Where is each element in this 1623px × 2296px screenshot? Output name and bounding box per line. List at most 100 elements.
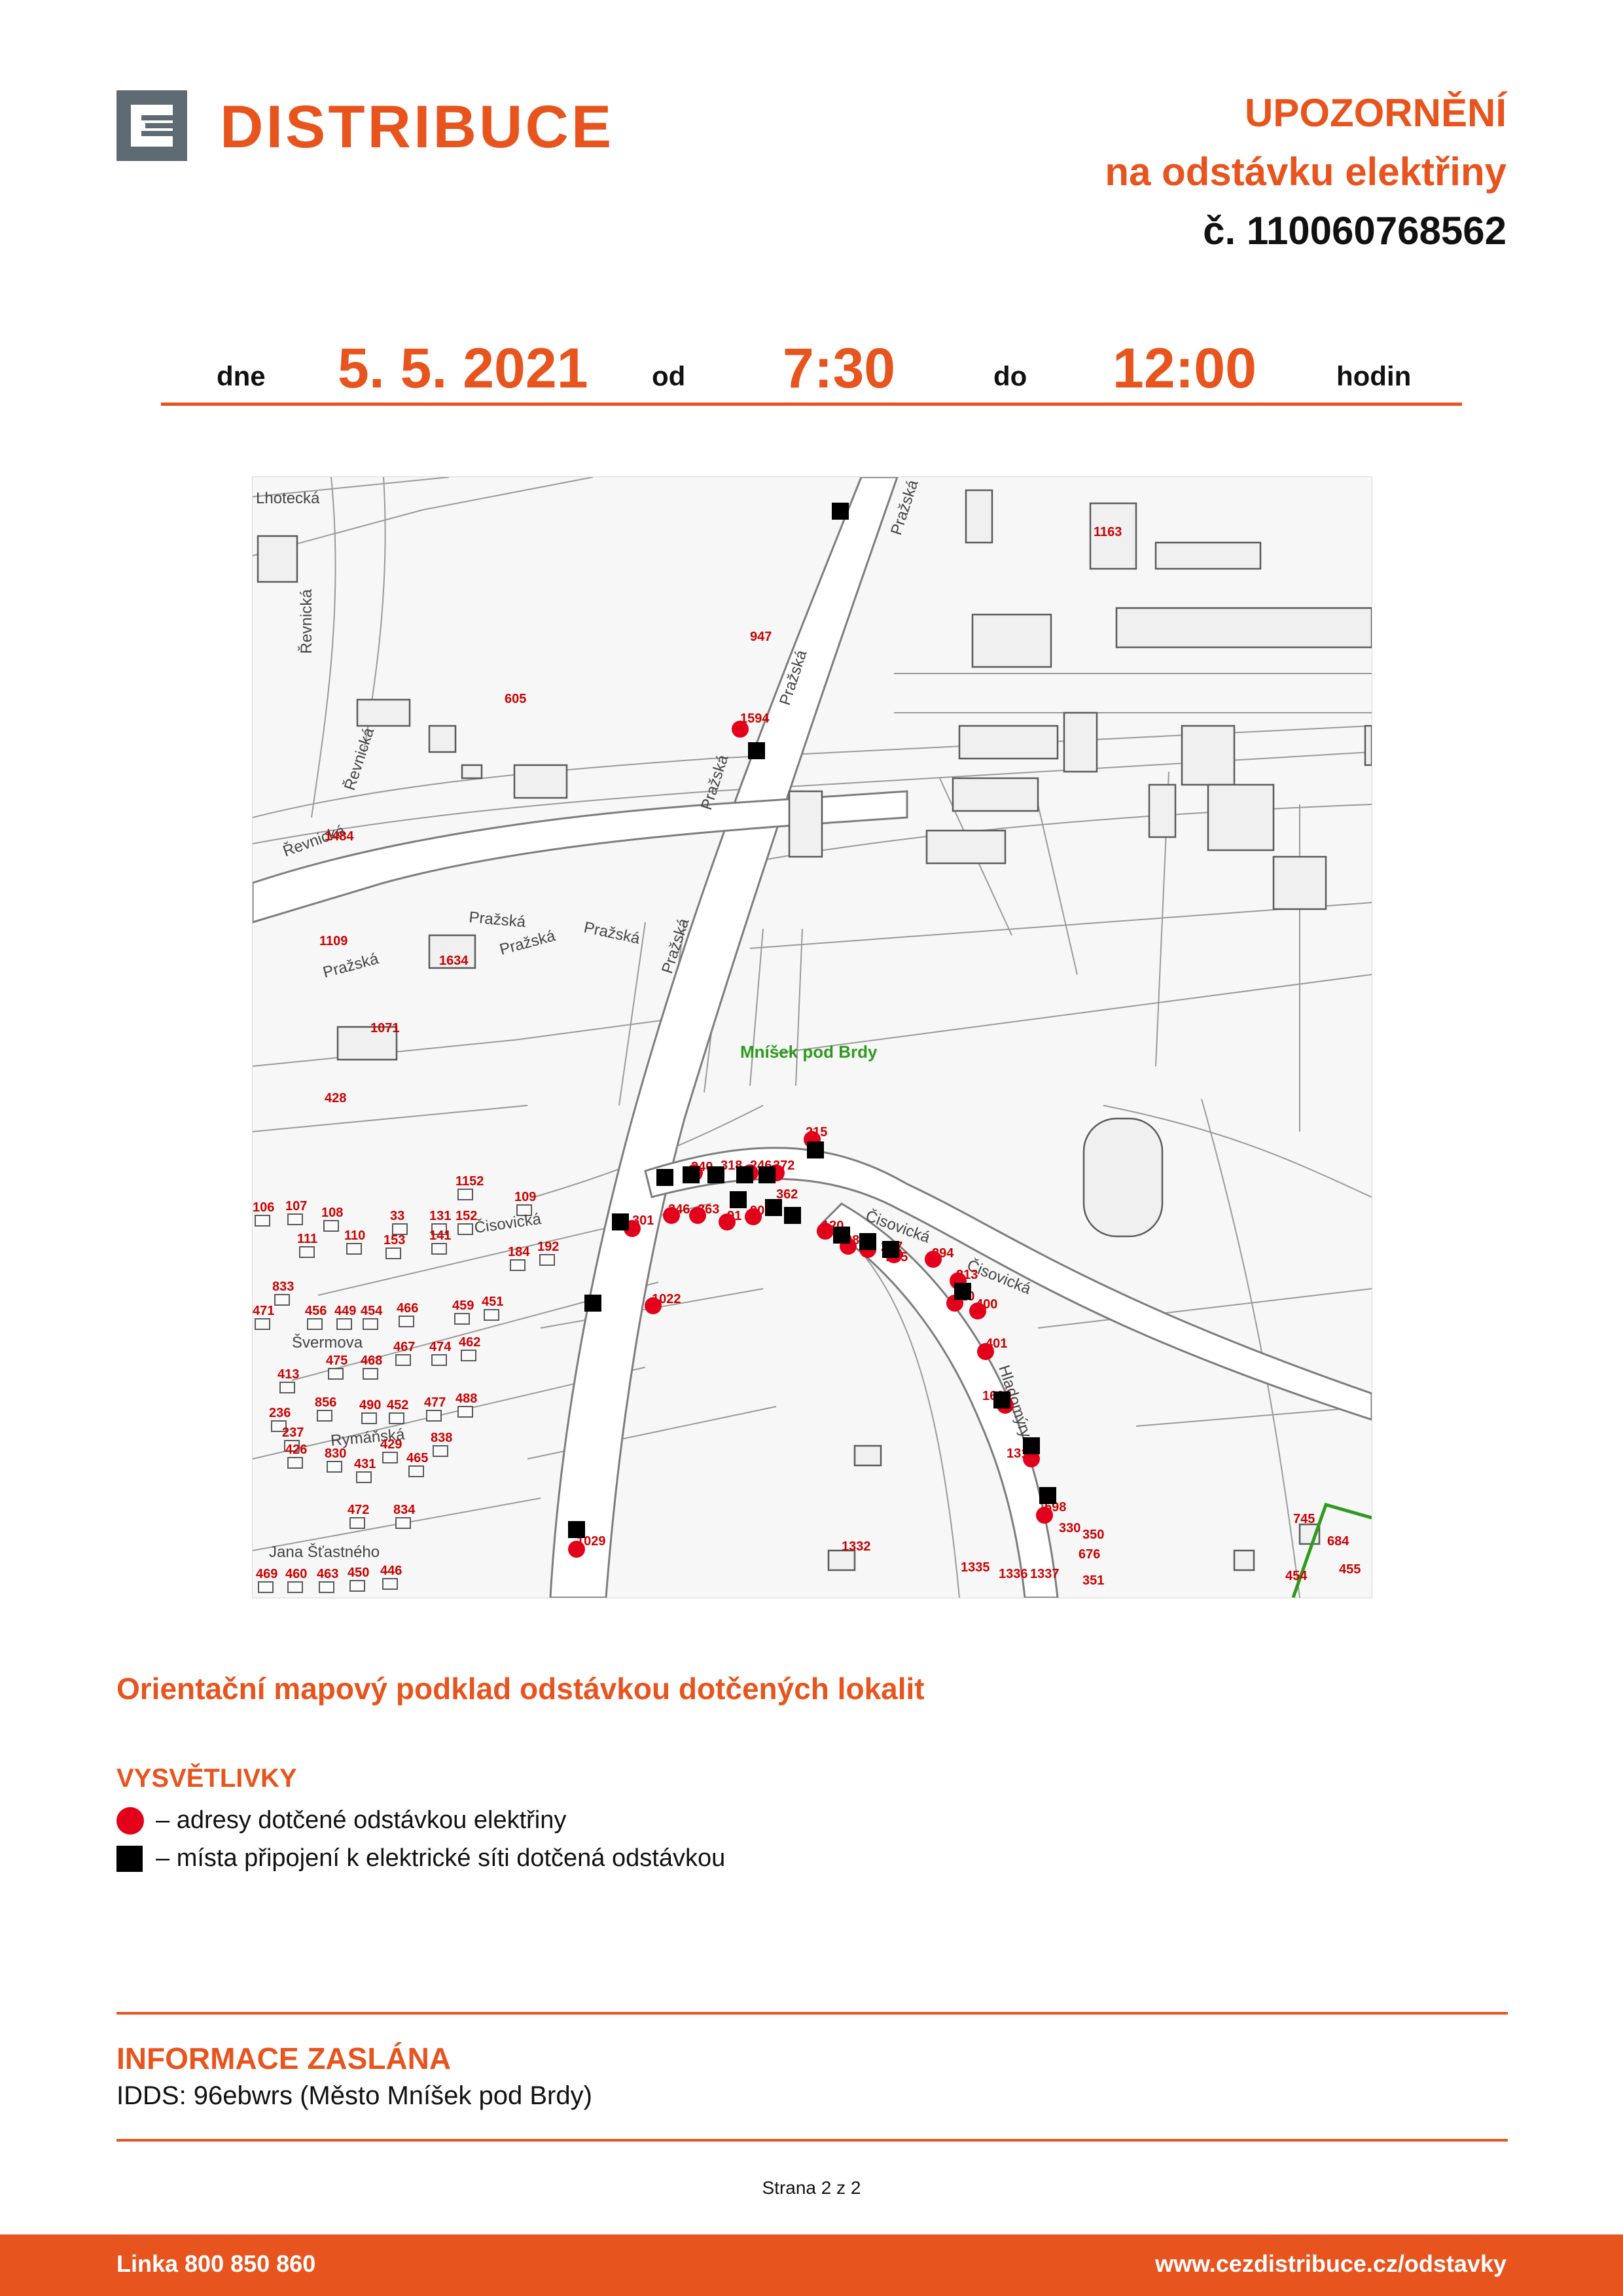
house-number-label: 1594 xyxy=(740,711,770,726)
house-number-label: 192 xyxy=(537,1240,559,1254)
address-dot-marker[interactable] xyxy=(568,1541,585,1558)
street-label: Pražská xyxy=(468,908,526,931)
street-label: Čisovická xyxy=(473,1210,543,1237)
house-number-label: 856 xyxy=(315,1395,336,1410)
house-number-label: 452 xyxy=(387,1398,408,1412)
address-dot-marker[interactable] xyxy=(1023,1450,1040,1467)
house-number-label: 745 xyxy=(1293,1512,1315,1526)
connection-square-marker[interactable] xyxy=(784,1207,801,1224)
street-label: Švermova xyxy=(292,1333,363,1352)
connection-square-marker[interactable] xyxy=(707,1166,724,1183)
connection-square-marker[interactable] xyxy=(954,1283,971,1300)
connection-square-marker[interactable] xyxy=(736,1166,753,1183)
connection-square-marker[interactable] xyxy=(568,1521,585,1538)
house-number-label: 429 xyxy=(380,1437,402,1452)
street-label: Pražská xyxy=(498,927,558,959)
house-number-label: 477 xyxy=(424,1395,446,1410)
house-number-label: 446 xyxy=(380,1564,402,1578)
house-number-label: 684 xyxy=(1327,1534,1349,1549)
house-number-label: 237 xyxy=(282,1426,304,1440)
house-number-label: 350 xyxy=(1082,1528,1104,1542)
info-text: IDDS: 96ebwrs (Město Mníšek pod Brdy) xyxy=(116,2081,592,2110)
house-number-label: 469 xyxy=(256,1567,277,1581)
connection-square-marker[interactable] xyxy=(807,1141,824,1158)
divider xyxy=(116,2012,1508,2015)
house-number-label: 463 xyxy=(317,1567,338,1581)
house-number-label: 236 xyxy=(269,1406,291,1420)
connection-square-marker[interactable] xyxy=(859,1233,876,1250)
address-dot-marker[interactable] xyxy=(645,1297,662,1314)
connection-square-marker[interactable] xyxy=(683,1166,700,1183)
house-number-label: 460 xyxy=(285,1567,307,1581)
address-dot-marker[interactable] xyxy=(689,1207,706,1224)
divider xyxy=(116,2139,1508,2142)
address-dot-marker[interactable] xyxy=(817,1223,834,1240)
street-label: Pražská xyxy=(582,918,642,948)
house-number-label: 471 xyxy=(253,1304,274,1318)
connection-square-marker[interactable] xyxy=(993,1391,1010,1408)
house-number-label: 141 xyxy=(429,1229,451,1243)
house-number-label: 1152 xyxy=(455,1174,484,1189)
house-number-label: 834 xyxy=(393,1503,416,1517)
end-time: 12:00 xyxy=(1113,337,1257,400)
connection-square-marker[interactable] xyxy=(584,1295,601,1312)
address-dot-marker[interactable] xyxy=(719,1213,736,1230)
house-number-label: 475 xyxy=(326,1354,348,1368)
house-number-label: 605 xyxy=(505,692,526,706)
house-number-label: 106 xyxy=(253,1200,274,1215)
address-dot-marker[interactable] xyxy=(977,1343,994,1360)
connection-square-marker[interactable] xyxy=(612,1213,629,1230)
hotline: Linka 800 850 860 xyxy=(116,2250,316,2277)
address-dot-marker[interactable] xyxy=(732,721,749,738)
website-link[interactable]: www.cezdistribuce.cz/odstavky xyxy=(1155,2250,1507,2277)
connection-square-marker[interactable] xyxy=(833,1227,850,1244)
house-number-label: 362 xyxy=(776,1187,798,1202)
address-dot-marker[interactable] xyxy=(745,1208,762,1225)
house-number-label: 465 xyxy=(406,1451,428,1465)
house-number-label: 413 xyxy=(277,1367,299,1382)
legend-connection-text: – místa připojení k elektrické síti dotč… xyxy=(156,1844,726,1872)
house-number-label: 1163 xyxy=(1094,525,1122,539)
house-number-label: 184 xyxy=(508,1245,530,1259)
info-heading: INFORMACE ZASLÁNA xyxy=(116,2041,452,2075)
notice-header: UPOZORNĚNÍ na odstávku elektřiny č. 1100… xyxy=(1105,84,1507,260)
connection-square-marker[interactable] xyxy=(832,503,849,520)
legend-address-text: – adresy dotčené odstávkou elektřiny xyxy=(156,1806,567,1834)
house-number-label: 676 xyxy=(1079,1547,1100,1562)
house-number-label: 107 xyxy=(285,1199,307,1213)
schedule-row: dne 5. 5. 2021 od 7:30 do 12:00 hodin xyxy=(161,331,1462,406)
address-dot-marker[interactable] xyxy=(663,1207,680,1224)
connection-square-marker[interactable] xyxy=(1039,1487,1056,1504)
house-number-label: 468 xyxy=(361,1354,382,1368)
house-number-label: 467 xyxy=(393,1340,415,1354)
house-number-label: 111 xyxy=(297,1232,317,1246)
house-number-label: 451 xyxy=(482,1295,503,1309)
address-dot-marker[interactable] xyxy=(969,1302,986,1319)
connection-square-marker[interactable] xyxy=(730,1191,747,1208)
connection-square-marker[interactable] xyxy=(1023,1437,1040,1454)
street-label: Lhotecká xyxy=(256,490,320,507)
legend-heading: VYSVĚTLIVKY xyxy=(116,1764,297,1793)
house-number-label: 466 xyxy=(397,1301,418,1316)
house-number-label: 830 xyxy=(325,1446,346,1461)
connection-square-marker[interactable] xyxy=(748,742,765,759)
house-number-label: 459 xyxy=(452,1299,474,1313)
connection-square-marker[interactable] xyxy=(882,1241,899,1258)
house-number-label: 431 xyxy=(354,1457,376,1471)
house-number-label: 428 xyxy=(325,1091,346,1105)
connection-square-marker[interactable] xyxy=(656,1169,673,1186)
connection-square-marker[interactable] xyxy=(758,1166,776,1183)
house-number-label: 833 xyxy=(272,1280,294,1294)
page-number: Strana 2 z 2 xyxy=(762,2178,861,2198)
address-dot-marker[interactable] xyxy=(1036,1507,1053,1524)
connection-square-marker[interactable] xyxy=(765,1199,782,1216)
address-dot-marker[interactable] xyxy=(925,1251,942,1268)
town-label: Mníšek pod Brdy xyxy=(740,1042,878,1062)
street-label: Jana Šťastného xyxy=(269,1543,380,1561)
house-number-label: 472 xyxy=(348,1503,369,1517)
notice-subtitle: na odstávku elektřiny xyxy=(1105,150,1507,194)
house-number-label: 947 xyxy=(750,630,772,644)
house-number-label: 462 xyxy=(459,1335,480,1350)
house-number-label: 153 xyxy=(383,1233,405,1247)
